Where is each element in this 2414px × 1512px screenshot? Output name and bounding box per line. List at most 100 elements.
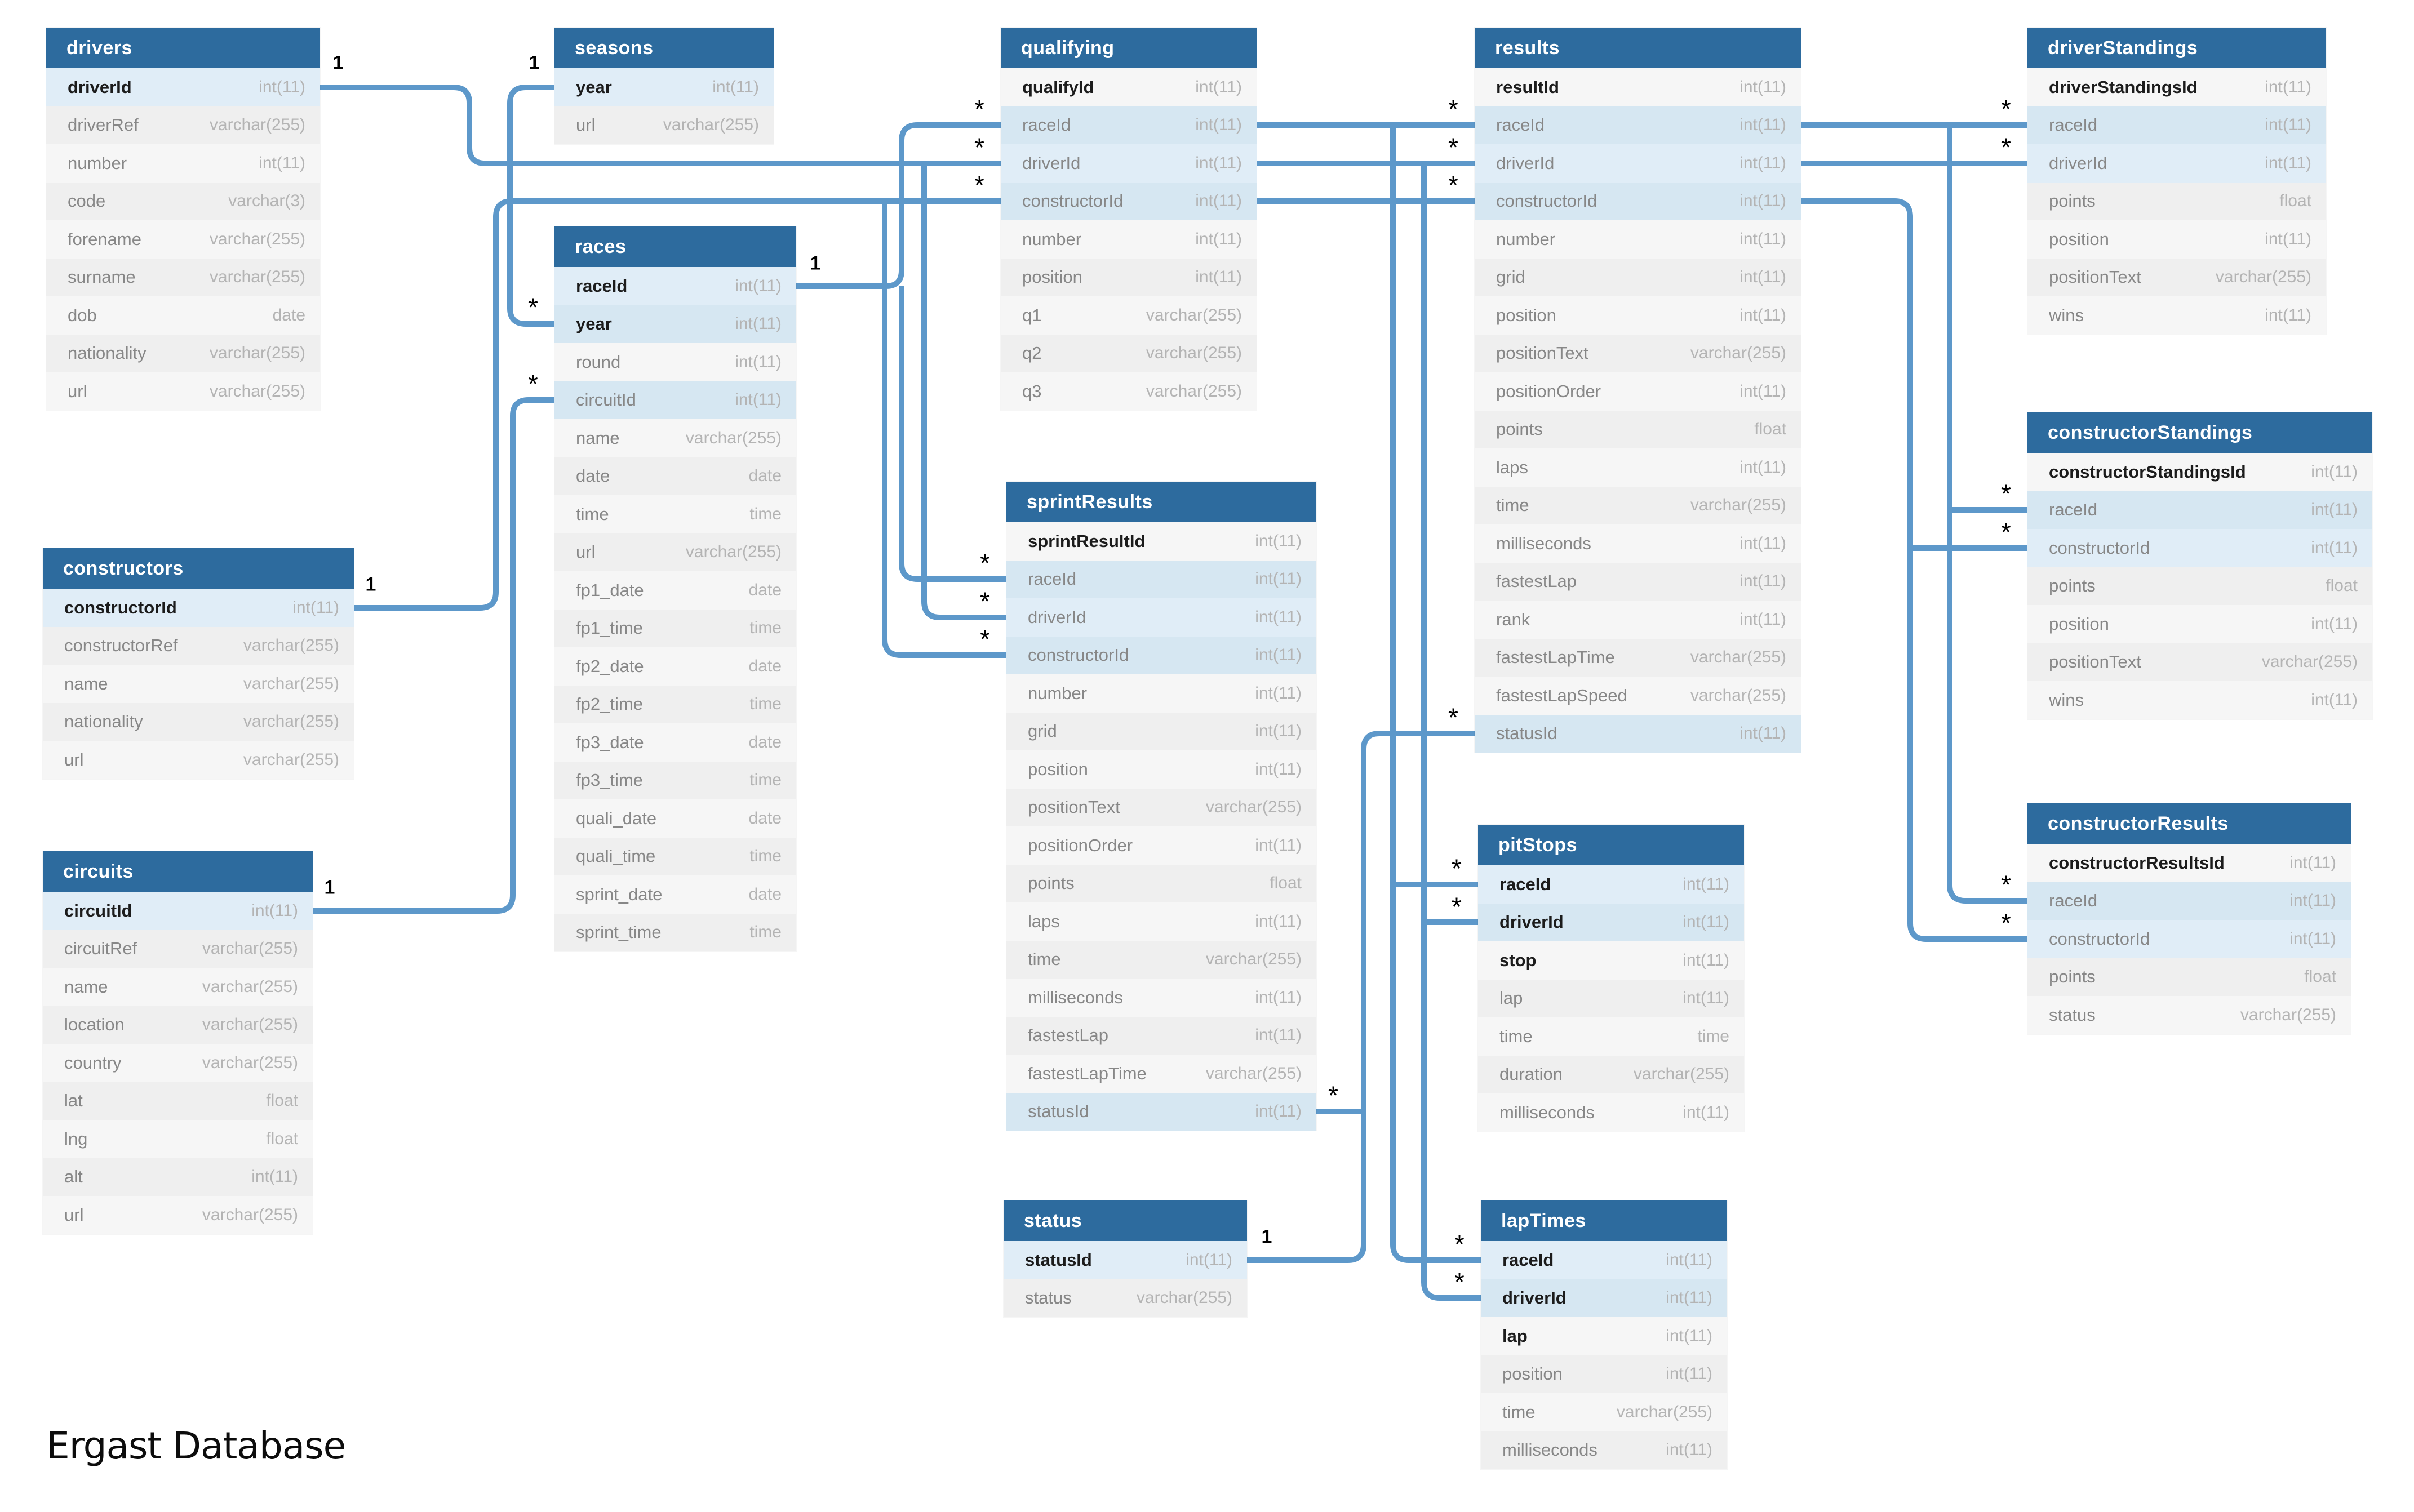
table-header-sprintResults[interactable]: sprintResults [1006,482,1316,522]
table-header-driverStandings[interactable]: driverStandings [2027,28,2326,68]
table-header-constructorResults[interactable]: constructorResults [2027,803,2351,844]
table-header-status[interactable]: status [1004,1200,1247,1241]
table-header-drivers[interactable]: drivers [46,28,320,68]
table-header-seasons[interactable]: seasons [554,28,774,68]
table-header-constructorStandings[interactable]: constructorStandings [2027,412,2372,453]
